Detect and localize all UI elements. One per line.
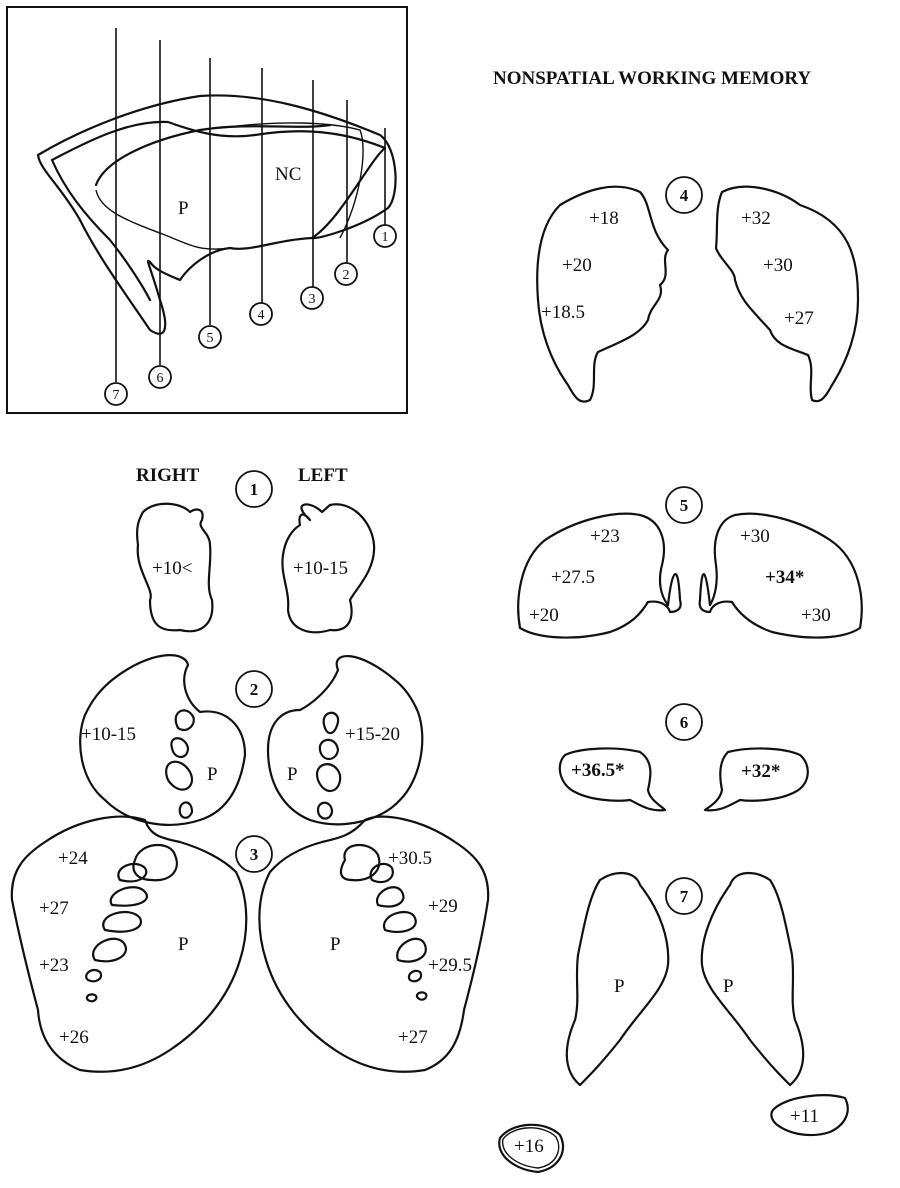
s2-left-nuclei [317, 713, 340, 819]
s5-right-value-1: +23 [590, 526, 620, 547]
section-7: 7 P P +16 +11 [499, 873, 848, 1172]
s3-left-value-1: +30.5 [388, 848, 432, 869]
section-number-1-label: 1 [250, 480, 259, 499]
section-5: 5 +23 +27.5 +20 +30 +34* +30 [518, 487, 861, 638]
s5-right-value-2: +27.5 [551, 567, 595, 588]
header-right: RIGHT [136, 465, 200, 486]
section-number-2: 2 [236, 671, 272, 707]
s3-right-value-3: +23 [39, 955, 69, 976]
s2-left-value-1: +15-20 [345, 724, 400, 745]
level-marker-4-label: 4 [258, 308, 265, 323]
section-6: 6 +36.5* +32* [560, 704, 808, 810]
s4-right-value-3: +18.5 [541, 302, 585, 323]
section-number-1: 1 [236, 471, 272, 507]
s4-right-value-1: +18 [589, 208, 619, 229]
level-marker-3: 3 [301, 287, 323, 309]
level-lines [116, 28, 385, 382]
s1-right-value-1: +10< [152, 558, 192, 579]
s4-left-value-2: +30 [763, 255, 793, 276]
section-number-3-label: 3 [250, 845, 259, 864]
section-3: 3 +24 +27 +23 +26 +30.5 +29 +29.5 +27 [12, 817, 488, 1072]
s2-right-p-label: P [207, 764, 218, 785]
level-marker-7: 7 [105, 383, 127, 405]
section-2: 2 +10-15 +15-20 P P [80, 655, 422, 825]
section-1: 1 +10< +10-15 [137, 471, 374, 632]
level-markers: 1 2 3 4 5 6 7 [105, 225, 396, 405]
s3-left-value-2: +29 [428, 896, 458, 917]
s3-right-hemisphere [12, 817, 246, 1072]
level-marker-3-label: 3 [309, 292, 316, 307]
s3-right-p-label: P [178, 934, 189, 955]
s6-left-value-1: +32* [741, 761, 780, 782]
s5-left-value-2: +34* [765, 567, 804, 588]
s3-right-value-4: +26 [59, 1027, 89, 1048]
sagittal-inset: NC P 1 2 3 4 5 6 7 [7, 7, 407, 413]
level-marker-4: 4 [250, 303, 272, 325]
section-number-7-label: 7 [680, 887, 689, 906]
section-number-5: 5 [666, 487, 702, 523]
level-marker-1: 1 [374, 225, 396, 247]
s3-right-nuclei [86, 845, 177, 1001]
s3-left-value-3: +29.5 [428, 955, 472, 976]
s7-left-hemisphere [702, 873, 803, 1085]
level-marker-5: 5 [199, 326, 221, 348]
section-number-4: 4 [666, 177, 702, 213]
level-marker-2-label: 2 [343, 268, 350, 283]
s3-left-hemisphere [259, 817, 488, 1072]
section-number-6: 6 [666, 704, 702, 740]
figure-title: NONSPATIAL WORKING MEMORY [493, 68, 811, 89]
level-marker-7-label: 7 [113, 388, 120, 403]
level-marker-2: 2 [335, 263, 357, 285]
s5-right-value-3: +20 [529, 605, 559, 626]
s4-right-value-2: +20 [562, 255, 592, 276]
s4-left-value-1: +32 [741, 208, 771, 229]
s2-left-p-label: P [287, 764, 298, 785]
sagittal-outer-outline [38, 95, 396, 333]
s3-right-value-1: +24 [58, 848, 88, 869]
s4-left-hemisphere [716, 187, 858, 402]
s7-right-p-label: P [614, 976, 625, 997]
s2-right-value-1: +10-15 [81, 724, 136, 745]
s3-left-p-label: P [330, 934, 341, 955]
section-number-2-label: 2 [250, 680, 259, 699]
section-number-6-label: 6 [680, 713, 689, 732]
section-number-3: 3 [236, 836, 272, 872]
section-number-4-label: 4 [680, 186, 689, 205]
level-marker-6: 6 [149, 366, 171, 388]
s7-right-value-1: +16 [514, 1136, 544, 1157]
section-number-7: 7 [666, 878, 702, 914]
label-nc: NC [275, 164, 301, 185]
level-marker-1-label: 1 [382, 230, 389, 245]
s6-right-value-1: +36.5* [571, 760, 625, 781]
section-4: 4 +18 +20 +18.5 +32 +30 +27 [537, 177, 858, 402]
s5-left-value-3: +30 [801, 605, 831, 626]
s7-left-value-1: +11 [790, 1106, 819, 1127]
section-number-5-label: 5 [680, 496, 689, 515]
s2-right-nuclei [166, 710, 194, 817]
level-marker-5-label: 5 [207, 331, 214, 346]
label-p-sagittal: P [178, 198, 189, 219]
s4-left-value-3: +27 [784, 308, 814, 329]
s1-left-value-1: +10-15 [293, 558, 348, 579]
s3-right-value-2: +27 [39, 898, 69, 919]
level-marker-6-label: 6 [157, 371, 164, 386]
s7-left-p-label: P [723, 976, 734, 997]
s3-left-value-4: +27 [398, 1027, 428, 1048]
s5-left-value-1: +30 [740, 526, 770, 547]
header-left: LEFT [298, 465, 348, 486]
